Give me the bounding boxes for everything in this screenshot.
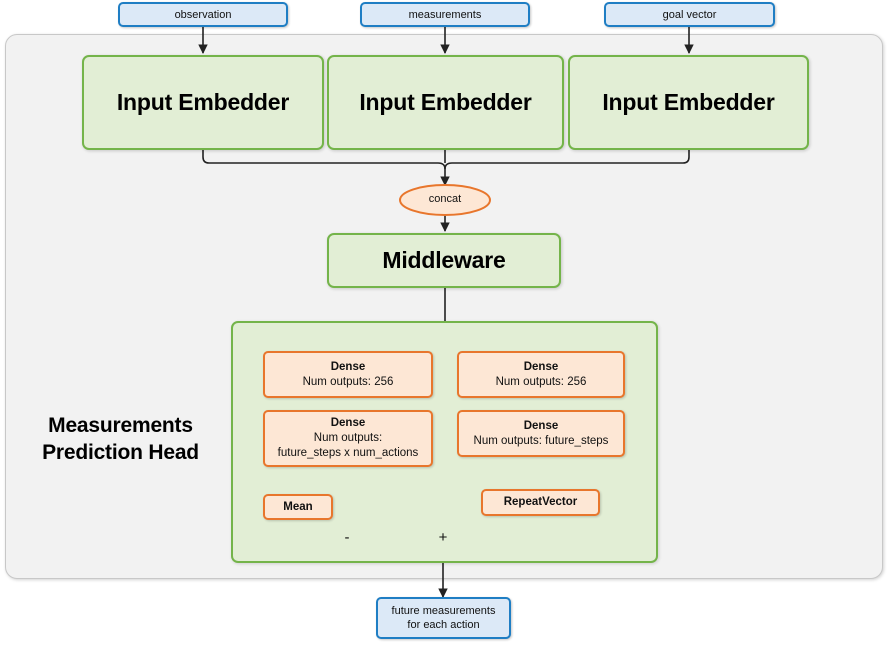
repeat-vector-box[interactable]: RepeatVector xyxy=(481,489,600,516)
input-box-measurements-label: measurements xyxy=(408,8,482,21)
input-box-goal-vector-label: goal vector xyxy=(662,8,717,21)
input-embedder-observation-label: Input Embedder xyxy=(116,89,290,115)
left-dense-2[interactable]: Dense Num outputs: future_steps x num_ac… xyxy=(263,410,433,467)
input-embedder-goal-vector[interactable]: Input Embedder xyxy=(568,55,809,150)
left-dense-1[interactable]: Dense Num outputs: 256 xyxy=(263,351,433,398)
output-box-line-2: for each action xyxy=(407,619,480,631)
right-dense-2-detail: Num outputs: future_steps xyxy=(473,434,609,447)
mean-label: Mean xyxy=(283,500,313,513)
middleware-box[interactable]: Middleware xyxy=(327,233,561,288)
left-dense-2-detail-line-2: future_steps x num_actions xyxy=(277,447,419,459)
output-box-line-1: future measurements xyxy=(391,605,496,617)
input-box-observation[interactable]: observation xyxy=(118,2,288,27)
repeat-vector-label: RepeatVector xyxy=(503,496,578,508)
right-dense-2[interactable]: Dense Num outputs: future_steps xyxy=(457,410,625,457)
mean-box[interactable]: Mean xyxy=(263,494,333,520)
right-dense-1[interactable]: Dense Num outputs: 256 xyxy=(457,351,625,398)
right-dense-2-title: Dense xyxy=(523,419,559,432)
middleware-label: Middleware xyxy=(382,247,506,273)
edge-embedder3-to-concat xyxy=(444,150,690,170)
right-dense-1-detail: Num outputs: 256 xyxy=(495,375,587,388)
concat-node[interactable] xyxy=(399,184,491,216)
left-dense-1-detail: Num outputs: 256 xyxy=(302,375,394,388)
left-dense-2-title: Dense xyxy=(330,417,366,429)
edge-embedder1-to-concat xyxy=(202,150,450,186)
input-box-measurements[interactable]: measurements xyxy=(360,2,530,27)
input-box-goal-vector[interactable]: goal vector xyxy=(604,2,775,27)
head-title-line-2: Prediction Head xyxy=(42,441,199,464)
left-dense-2-detail-line-1: Num outputs: xyxy=(313,432,383,444)
measurements-prediction-head-title: Measurements Prediction Head xyxy=(18,412,223,466)
right-dense-1-title: Dense xyxy=(523,360,559,373)
head-title-line-1: Measurements xyxy=(48,414,193,437)
input-box-observation-label: observation xyxy=(174,8,232,21)
input-embedder-goal-vector-label: Input Embedder xyxy=(602,89,775,115)
left-dense-1-title: Dense xyxy=(330,360,366,373)
input-embedder-observation[interactable]: Input Embedder xyxy=(82,55,324,150)
output-box-future-measurements[interactable]: future measurements for each action xyxy=(376,597,511,639)
input-embedder-measurements[interactable]: Input Embedder xyxy=(327,55,564,150)
input-embedder-measurements-label: Input Embedder xyxy=(359,89,532,115)
